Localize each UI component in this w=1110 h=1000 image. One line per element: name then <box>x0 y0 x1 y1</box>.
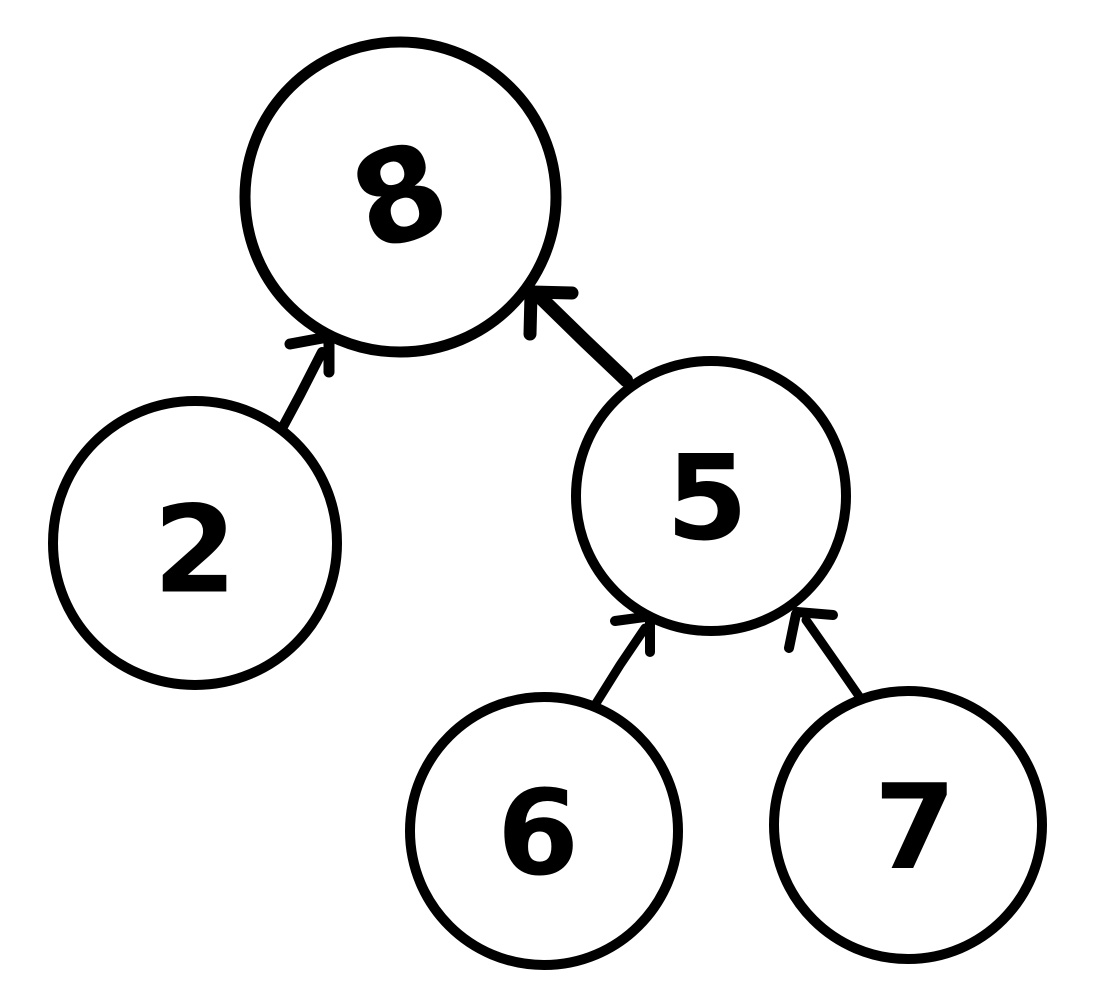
edge-line-5-to-8 <box>535 292 633 387</box>
arrowhead-2-to-8 <box>284 329 335 378</box>
node-layer: 8 2 5 6 7 <box>47 36 1048 971</box>
node-8-circle <box>239 36 562 358</box>
node-7[interactable]: 7 <box>768 685 1048 965</box>
edge-5-to-8[interactable] <box>523 285 633 387</box>
node-5-label: 5 <box>666 429 748 567</box>
node-8[interactable]: 8 <box>239 36 562 358</box>
edge-line-2-to-8 <box>273 347 327 441</box>
edge-line-7-to-5 <box>801 615 866 704</box>
node-5[interactable]: 5 <box>570 355 852 637</box>
node-2-label: 2 <box>153 482 237 621</box>
node-6-label: 6 <box>497 764 579 902</box>
node-5-circle <box>570 355 852 637</box>
edge-6-to-5[interactable] <box>590 610 657 710</box>
node-2-circle <box>47 395 343 691</box>
edge-7-to-5[interactable] <box>784 607 866 704</box>
edge-layer <box>273 285 866 710</box>
node-7-circle <box>768 685 1048 965</box>
arrowhead-7-to-5 <box>784 607 838 653</box>
node-2[interactable]: 2 <box>47 395 343 691</box>
edge-line-6-to-5 <box>590 623 650 710</box>
edge-2-to-8[interactable] <box>273 329 335 441</box>
node-7-label: 7 <box>874 758 956 896</box>
node-6[interactable]: 6 <box>404 691 684 971</box>
node-6-circle <box>404 691 684 971</box>
arrowhead-5-to-8 <box>523 285 579 341</box>
